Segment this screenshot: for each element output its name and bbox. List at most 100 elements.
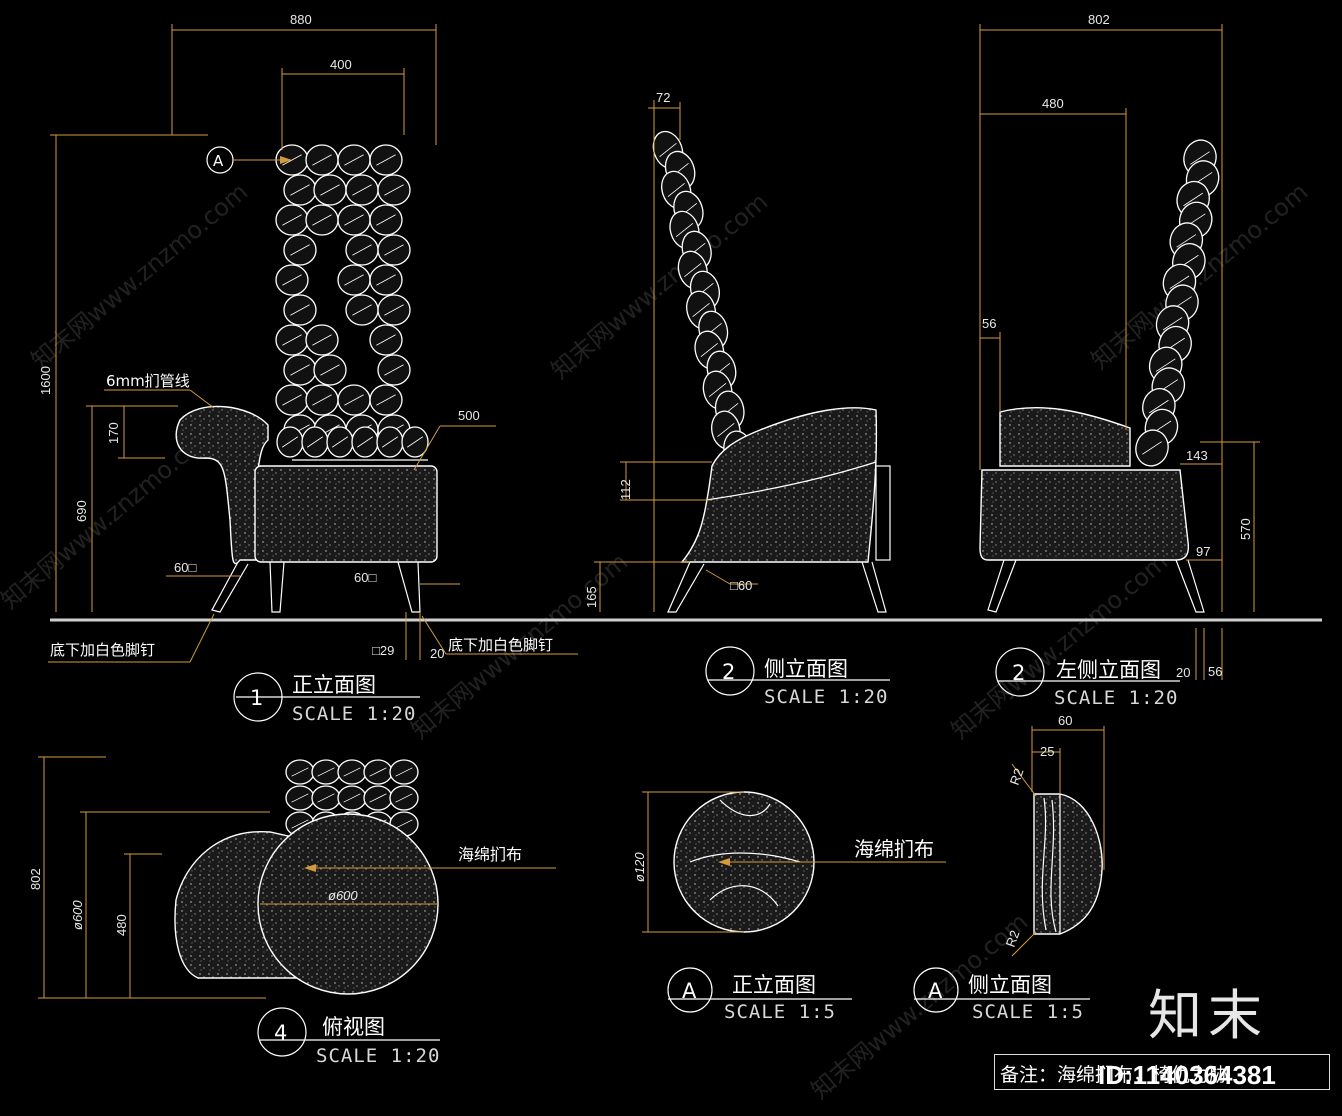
dim-112: 112 (618, 479, 633, 500)
cushion-seam (317, 767, 335, 777)
watermark-1: 知末网www.znzmo.com (26, 178, 253, 375)
side-view: 72 112 165 □60 2 侧立面图 SCALE 1:20 (584, 90, 891, 708)
cushion-seam (384, 304, 404, 316)
front-view: 880 400 1600 690 170 6mm扪管线 500 A 60□ 60… (38, 12, 578, 725)
left-number: 2 (1012, 661, 1025, 685)
cushion-seam (281, 436, 299, 448)
dim-top-802: 802 (28, 868, 43, 890)
note-box (994, 1054, 1330, 1090)
top-number: 4 (274, 1021, 287, 1045)
cushion-seam (384, 244, 404, 256)
znzmo-logo: 知末 (1148, 984, 1268, 1047)
dim-top-480: 480 (114, 914, 129, 936)
cushion-seam (282, 394, 302, 406)
cushion-seam (369, 793, 387, 803)
top-view: ø600 海绵扪布 802 ø600 480 4 俯视图 SCALE 1:20 (28, 756, 556, 1067)
cushion-seam (290, 244, 310, 256)
cushion-seam (352, 244, 372, 256)
cushion-seam (282, 214, 302, 226)
cushion-seam (331, 436, 349, 448)
side-back-pads (652, 130, 753, 470)
cushion-seam (406, 436, 424, 448)
detail-side-title: 侧立面图 (968, 973, 1052, 997)
front-seat (254, 465, 438, 563)
detail-side-number: A (928, 979, 943, 1003)
cushion-seam (291, 793, 309, 803)
left-back-pads (1135, 139, 1220, 467)
cushion-seam (290, 184, 310, 196)
front-scale: SCALE 1:20 (292, 703, 416, 725)
cushion-seam (1142, 441, 1162, 455)
dim-60b: 60□ (354, 570, 376, 585)
cushion-seam (1155, 358, 1176, 372)
dim-det-r2b: R2 (1003, 928, 1023, 949)
left-scale: SCALE 1:20 (1054, 687, 1178, 709)
label-foot-left: 底下加白色脚钉 (50, 641, 155, 659)
cushion-seam (1162, 317, 1183, 331)
cushion-seam (312, 394, 332, 406)
cushion-seam (667, 183, 685, 197)
dim-top-600: ø600 (70, 900, 85, 930)
watermark-3: 知末网www.znzmo.com (546, 188, 773, 385)
top-scale: SCALE 1:20 (316, 1045, 440, 1067)
dim-500: 500 (458, 408, 480, 423)
dim-top-circle: ø600 (328, 888, 358, 903)
cushion-seam (352, 184, 372, 196)
detail-side-view: 60 25 R2 R2 A 侧立面图 SCALE 1:5 (913, 713, 1105, 1023)
cushion-seam (675, 223, 694, 237)
left-title: 左侧立面图 (1056, 658, 1161, 682)
dim-60a: 60□ (174, 560, 196, 575)
label-sponge-detail: 海绵扪布 (854, 837, 934, 861)
cushion-seam (1169, 275, 1190, 289)
label-sponge-top: 海绵扪布 (458, 845, 522, 864)
cushion-seam (1149, 399, 1169, 414)
cushion-seam (376, 214, 396, 226)
cushion-seam (343, 767, 361, 777)
dim-det-120: ø120 (632, 852, 647, 882)
cushion-seam (395, 793, 413, 803)
cushion-seam (381, 436, 399, 448)
side-number: 2 (722, 660, 735, 684)
cushion-seam (395, 819, 413, 829)
front-armrest (175, 405, 269, 565)
cushion-seam (344, 214, 364, 226)
cushion-seam (1176, 234, 1197, 248)
dim-802-left: 802 (1088, 12, 1110, 27)
cushion-seam (352, 304, 372, 316)
cushion-seam (376, 274, 396, 286)
detail-front-view: 海绵扪布 ø120 A 正立面图 SCALE 1:5 (632, 791, 946, 1023)
cushion-seam (312, 334, 332, 346)
cushion-seam (384, 364, 404, 376)
cushion-seam (344, 394, 364, 406)
cushion-seam (692, 303, 710, 317)
side-title: 侧立面图 (764, 657, 848, 681)
cushion-seam (282, 274, 302, 286)
detail-front-title: 正立面图 (732, 973, 816, 997)
callout-a: A (213, 152, 224, 170)
front-leg-right (397, 561, 421, 613)
note-text: 备注：海绵扪布，椅仇力胁 (1000, 1064, 1229, 1086)
side-scale: SCALE 1:20 (764, 686, 888, 708)
detail-side-scale: SCALE 1:5 (972, 1001, 1084, 1023)
dim-20: 20 (430, 646, 444, 661)
dim-56: 56 (982, 316, 996, 331)
cushion-seam (376, 154, 396, 166)
front-number: 1 (250, 686, 263, 710)
left-leg-front (987, 559, 1017, 613)
side-leg-front (667, 561, 705, 613)
cushion-seam (356, 436, 374, 448)
dim-72: 72 (656, 90, 670, 105)
cushion-seam (290, 364, 310, 376)
left-leg-back (1175, 559, 1205, 613)
cushion-seam (312, 214, 332, 226)
cushion-seam (1183, 192, 1203, 207)
dim-480-left: 480 (1042, 96, 1064, 111)
dim-side-60: □60 (730, 578, 752, 593)
front-back-pads (275, 144, 429, 458)
label-foot-right: 底下加白色脚钉 (448, 636, 553, 654)
dim-29: □29 (372, 643, 394, 658)
cushion-seam (320, 364, 340, 376)
cushion-seam (291, 819, 309, 829)
cushion-seam (320, 184, 340, 196)
